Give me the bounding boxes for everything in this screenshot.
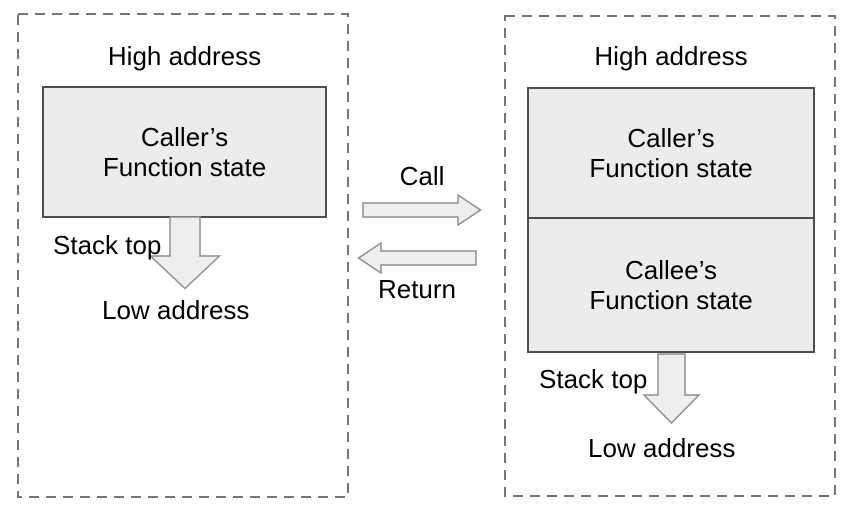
callee-function-state-box: Callee’s Function state: [527, 217, 815, 353]
caller-function-state-box: Caller’s Function state: [42, 86, 327, 218]
high-address-label: High address: [107, 41, 262, 71]
after-call-panel: High address Caller’s Function state Cal…: [504, 15, 836, 497]
before-call-panel: High address Caller’s Function state Sta…: [17, 13, 349, 498]
stack-top-label: Stack top: [53, 230, 162, 260]
call-arrow-icon: [362, 193, 482, 227]
caller-box-line2: Function state: [589, 153, 753, 183]
low-address-label: Low address: [102, 295, 250, 325]
stack-top-arrow-icon: [642, 353, 701, 425]
dashed-border-right: [504, 15, 836, 497]
caller-function-state-box: Caller’s Function state: [527, 87, 815, 219]
call-label: Call: [399, 161, 445, 191]
return-arrow-icon: [357, 241, 477, 275]
caller-box-line1: Caller’s: [140, 122, 229, 152]
caller-box-line1: Caller’s: [627, 123, 715, 153]
high-address-label: High address: [594, 41, 748, 71]
stack-top-label: Stack top: [539, 364, 648, 394]
callee-box-line2: Function state: [589, 285, 753, 315]
stack-top-arrow-icon: [148, 216, 222, 290]
return-label: Return: [377, 274, 457, 304]
callee-box-line1: Callee’s: [624, 255, 717, 285]
dashed-border-left: [17, 13, 349, 498]
low-address-label: Low address: [588, 433, 736, 463]
caller-box-line2: Function state: [102, 152, 267, 182]
